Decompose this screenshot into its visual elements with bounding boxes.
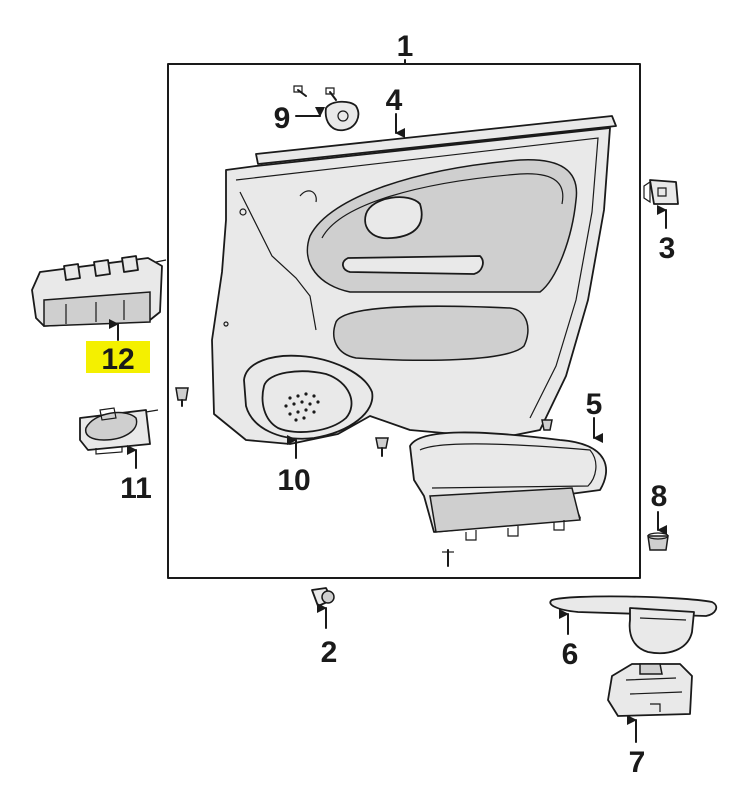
assembly-frame	[167, 59, 641, 579]
callout-8: 8	[651, 480, 668, 513]
callout-10: 10	[277, 464, 310, 497]
part-mirror-switch-11	[79, 407, 159, 455]
callout-7: 7	[629, 746, 646, 779]
callout-labels: 1 2 3 4 5 6 7 8 9 10 11 12	[101, 30, 675, 779]
callout-9: 9	[274, 102, 291, 135]
callout-1: 1	[397, 30, 414, 63]
part-clip-3	[643, 179, 679, 205]
callout-11: 11	[120, 472, 152, 505]
part-bracket-7	[607, 663, 693, 717]
part-window-switch-12	[31, 255, 167, 327]
part-armrest-cover-6	[549, 595, 718, 654]
part-speaker-grille	[243, 354, 374, 440]
callout-3: 3	[659, 232, 676, 265]
part-handle-bezel	[293, 85, 360, 132]
part-lower-pocket-5	[409, 431, 607, 541]
callout-5: 5	[586, 388, 603, 421]
part-plug-8	[647, 532, 669, 551]
callout-2: 2	[321, 636, 338, 669]
part-weatherstrip	[255, 115, 617, 165]
part-screw-2	[311, 587, 335, 607]
speaker-holes	[284, 392, 320, 422]
callout-12-highlight	[86, 341, 150, 373]
callout-6: 6	[562, 638, 579, 671]
callout-12: 12	[101, 343, 134, 376]
callout-4: 4	[386, 84, 403, 117]
fastener-clips	[175, 387, 553, 567]
leader-arrows	[109, 107, 667, 743]
